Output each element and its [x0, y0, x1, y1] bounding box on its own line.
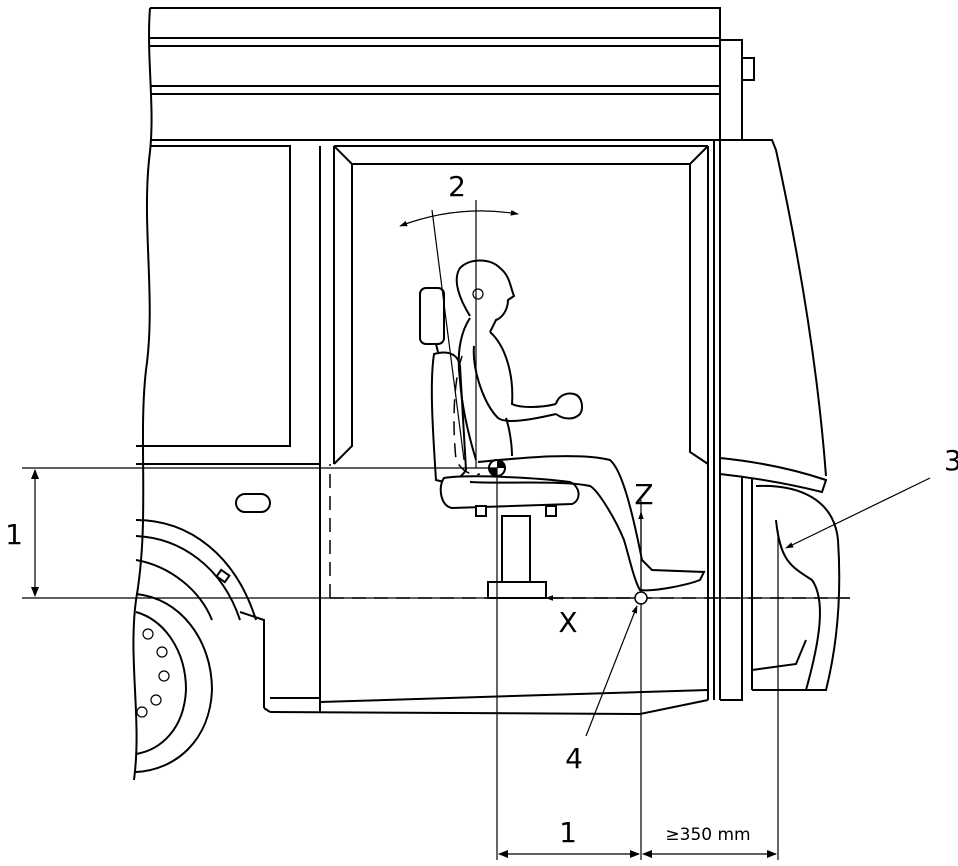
z-axis-label: Z [634, 478, 653, 511]
break-line [132, 7, 153, 781]
reference-point-4-label: 4 [565, 742, 583, 775]
driver-seat [419, 287, 580, 599]
x-axis-label: X [558, 606, 577, 639]
front-wheel [135, 519, 257, 773]
reference-point-4-leader [585, 605, 638, 737]
side-window [136, 145, 321, 465]
height-dimension-label: 1 [5, 518, 23, 551]
angle-label: 2 [448, 170, 466, 203]
lower-body [235, 464, 709, 716]
driver-figure [453, 259, 706, 592]
reference-point-4-marker [634, 591, 648, 605]
reference-point-3-label: 3 [944, 444, 958, 477]
reference-point-3-leader [785, 477, 931, 549]
door-frame [333, 140, 721, 700]
angle-arc [399, 210, 519, 227]
horizontal-dimension-label: 1 [559, 816, 577, 849]
bus-roof [150, 7, 772, 141]
bus-front [719, 139, 841, 701]
min-distance-label: ≥350 mm [665, 825, 750, 845]
